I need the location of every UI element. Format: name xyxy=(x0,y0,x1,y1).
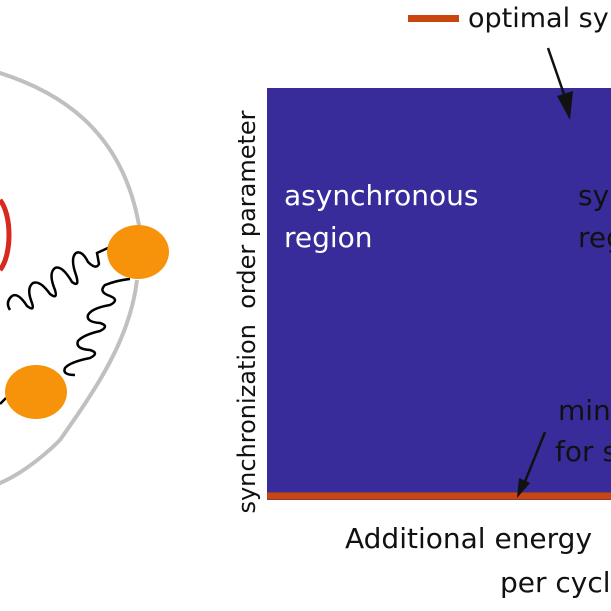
optimal-curve-arrow xyxy=(546,47,573,120)
legend-label-optimal-curve: optimal sy xyxy=(468,3,609,34)
asynchronous-region-label-line2: region xyxy=(284,221,373,254)
ring-track xyxy=(0,70,142,231)
y-axis-label: synchronization order parameter xyxy=(233,110,261,513)
spring-upper xyxy=(6,245,111,311)
legend-swatch-optimal-curve xyxy=(408,15,459,22)
legend: optimal sy xyxy=(408,3,609,34)
x-axis-label-line1: Additional energy xyxy=(345,522,592,555)
minimum-energy-annotation-line1: min xyxy=(558,394,611,427)
region-asynchronous xyxy=(267,88,611,500)
x-axis-label-line2: per cycl xyxy=(500,566,611,599)
minimum-energy-annotation-line2: for s xyxy=(555,435,611,468)
synchronous-region-label-line2: reg xyxy=(578,221,611,254)
oscillator-node-lower xyxy=(5,365,67,419)
oscillator-schematic xyxy=(0,70,169,486)
spring-stub xyxy=(0,397,7,405)
minimum-energy-arrow xyxy=(517,431,547,498)
oscillator-node-upper xyxy=(107,225,169,279)
asynchronous-region-label-line1: asynchronous xyxy=(284,179,478,212)
ring-track-lower xyxy=(0,279,139,486)
spring-lower xyxy=(63,277,131,377)
plot-area xyxy=(267,88,611,500)
inner-loop xyxy=(0,198,12,272)
synchronous-region-label-line1: syn xyxy=(578,179,611,212)
